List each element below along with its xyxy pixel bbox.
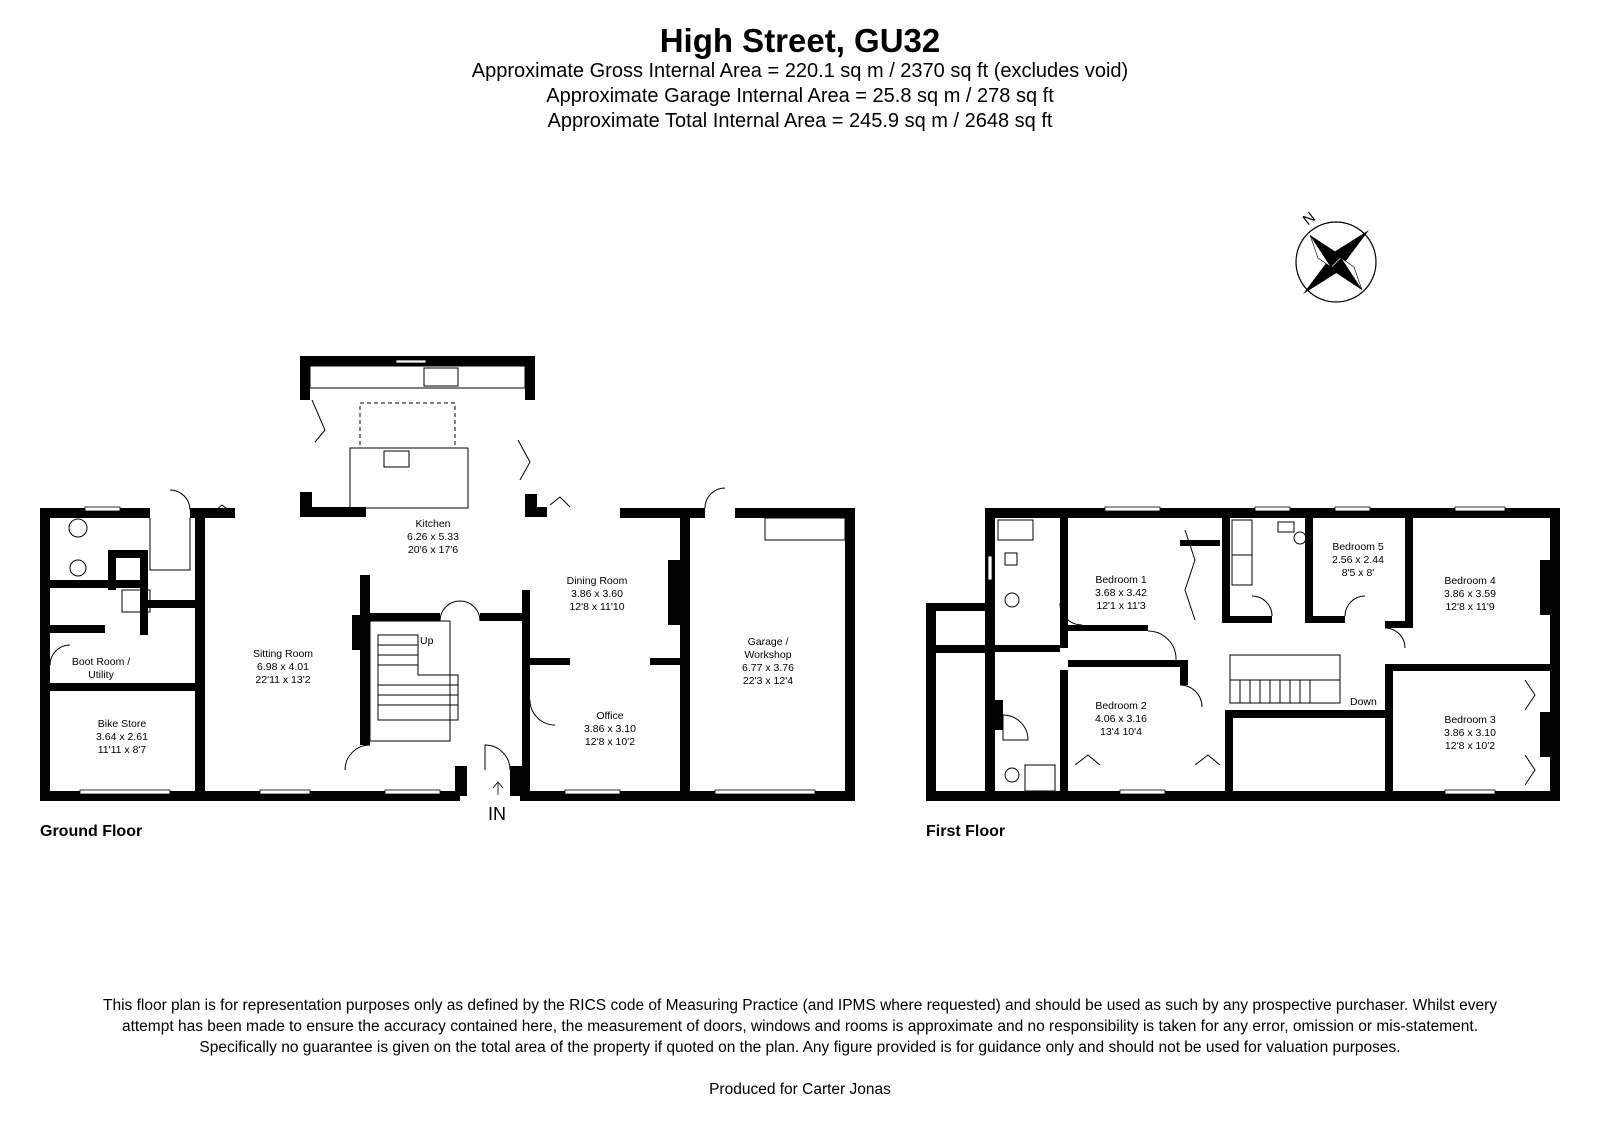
produced-for-text: Produced for Carter Jonas bbox=[709, 1081, 891, 1098]
bike-store-metric: 3.64 x 2.61 bbox=[96, 731, 148, 743]
gross-internal-area: Approximate Gross Internal Area = 220.1 … bbox=[471, 60, 1129, 82]
kitchen-imperial: 20'6 x 17'6 bbox=[408, 544, 458, 556]
garage-imperial: 22'3 x 12'4 bbox=[743, 675, 793, 687]
kitchen-metric: 6.26 x 5.33 bbox=[407, 531, 459, 543]
garage-name-line2: Workshop bbox=[744, 649, 791, 661]
garage-metric: 6.77 x 3.76 bbox=[742, 662, 794, 674]
kitchen-name: Kitchen bbox=[415, 518, 450, 530]
office-metric: 3.86 x 3.10 bbox=[584, 723, 636, 735]
bedroom2-imperial: 13'4 10'4 bbox=[1100, 726, 1142, 738]
bedroom1-metric: 3.68 x 3.42 bbox=[1095, 587, 1147, 599]
bedroom3-name: Bedroom 3 bbox=[1444, 714, 1496, 726]
garage-name-line1: Garage / bbox=[748, 636, 789, 648]
bike-store-imperial: 11'11 x 8'7 bbox=[98, 744, 147, 756]
bedroom5-name: Bedroom 5 bbox=[1332, 541, 1384, 553]
bedroom4-name: Bedroom 4 bbox=[1444, 575, 1496, 587]
sitting-room-imperial: 22'11 x 13'2 bbox=[255, 674, 310, 686]
stairs-up-label: Up bbox=[420, 635, 434, 647]
bedroom4-imperial: 12'8 x 11'9 bbox=[1445, 601, 1495, 613]
compass-north-letter: N bbox=[1300, 209, 1319, 229]
bedroom5-metric: 2.56 x 2.44 bbox=[1332, 554, 1384, 566]
bedroom3-imperial: 12'8 x 10'2 bbox=[1445, 740, 1495, 752]
dining-room-metric: 3.86 x 3.60 bbox=[571, 588, 623, 600]
entrance-arrow-icon bbox=[492, 781, 504, 795]
ground-floor-label: Ground Floor bbox=[40, 823, 143, 840]
ground-room-labels: Kitchen 6.26 x 5.33 20'6 x 17'6 Sitting … bbox=[72, 518, 794, 824]
bedroom1-name: Bedroom 1 bbox=[1095, 574, 1147, 586]
boot-room-name-line2: Utility bbox=[88, 669, 114, 681]
office-name: Office bbox=[596, 710, 623, 722]
stairs-down-label: Down bbox=[1350, 696, 1377, 708]
disclaimer-text: This floor plan is for representation pu… bbox=[102, 997, 1498, 1056]
compass-icon: N bbox=[1295, 209, 1377, 303]
bedroom4-metric: 3.86 x 3.59 bbox=[1444, 588, 1496, 600]
sitting-room-metric: 6.98 x 4.01 bbox=[257, 661, 309, 673]
boot-room-name-line1: Boot Room / bbox=[72, 656, 130, 668]
garage-internal-area: Approximate Garage Internal Area = 25.8 … bbox=[546, 85, 1054, 107]
page-title: High Street, GU32 bbox=[659, 22, 941, 59]
entrance-label: IN bbox=[488, 804, 506, 824]
bedroom2-metric: 4.06 x 3.16 bbox=[1095, 713, 1147, 725]
bedroom3-metric: 3.86 x 3.10 bbox=[1444, 727, 1496, 739]
bedroom1-imperial: 12'1 x 11'3 bbox=[1096, 600, 1146, 612]
bedroom2-name: Bedroom 2 bbox=[1095, 700, 1147, 712]
sitting-room-name: Sitting Room bbox=[253, 648, 313, 660]
first-room-labels: Bedroom 1 3.68 x 3.42 12'1 x 11'3 Bedroo… bbox=[1095, 541, 1496, 752]
total-internal-area: Approximate Total Internal Area = 245.9 … bbox=[547, 110, 1053, 132]
first-floor-plan bbox=[926, 506, 1560, 801]
first-floor-label: First Floor bbox=[926, 823, 1006, 840]
bedroom5-imperial: 8'5 x 8' bbox=[1342, 567, 1375, 579]
dining-room-imperial: 12'8 x 11'10 bbox=[569, 601, 624, 613]
ground-floor-plan bbox=[40, 356, 855, 801]
bike-store-name: Bike Store bbox=[98, 718, 147, 730]
office-imperial: 12'8 x 10'2 bbox=[585, 736, 635, 748]
dining-room-name: Dining Room bbox=[567, 575, 628, 587]
